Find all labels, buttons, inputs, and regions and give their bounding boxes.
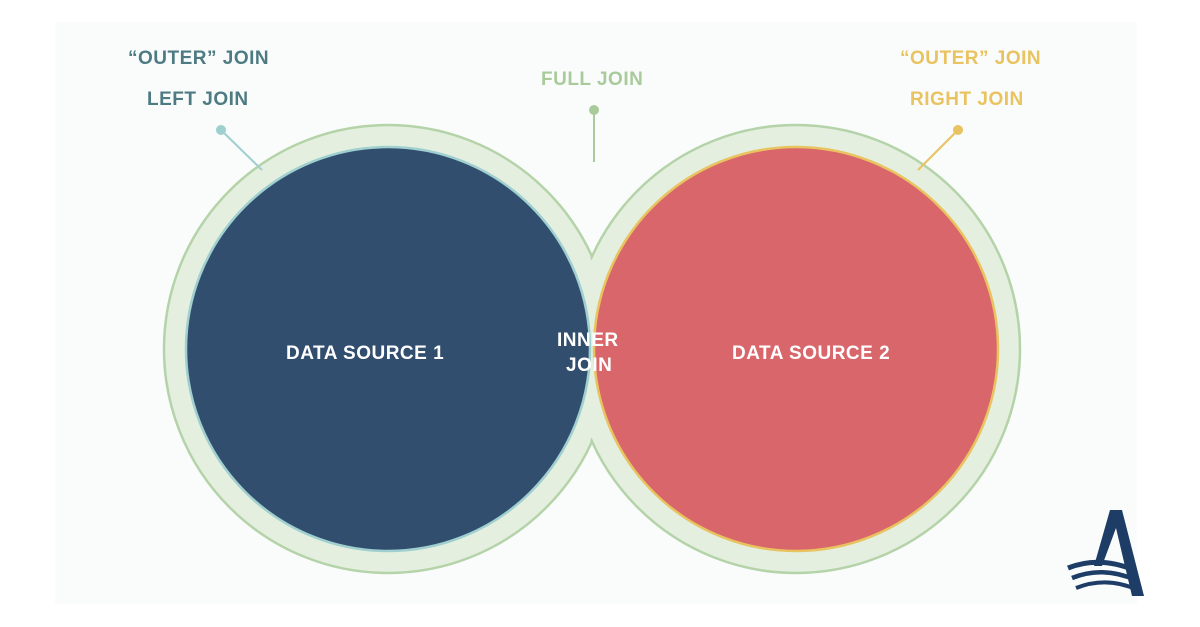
publisher-logo-icon <box>1067 510 1144 596</box>
full-join-pointer <box>589 105 599 162</box>
full-join-label: FULL JOIN <box>541 69 644 90</box>
inner-join-label-line2: JOIN <box>566 355 613 376</box>
data-source-1-label: DATA SOURCE 1 <box>286 343 445 364</box>
data-source-2-circle <box>594 147 998 551</box>
right-join-pointer <box>917 125 963 171</box>
right-outer-join-label: “OUTER” JOIN <box>900 48 1042 69</box>
left-join-pointer <box>216 125 263 171</box>
left-join-label: LEFT JOIN <box>147 89 249 110</box>
inner-join-label-line1: INNER <box>557 330 619 351</box>
left-circle-outline <box>184 145 592 553</box>
data-source-1-circle <box>186 147 590 551</box>
left-outer-join-label: “OUTER” JOIN <box>128 48 270 69</box>
data-source-2-label: DATA SOURCE 2 <box>732 343 891 364</box>
right-join-label: RIGHT JOIN <box>910 89 1024 110</box>
right-circle-outline <box>592 145 1000 553</box>
